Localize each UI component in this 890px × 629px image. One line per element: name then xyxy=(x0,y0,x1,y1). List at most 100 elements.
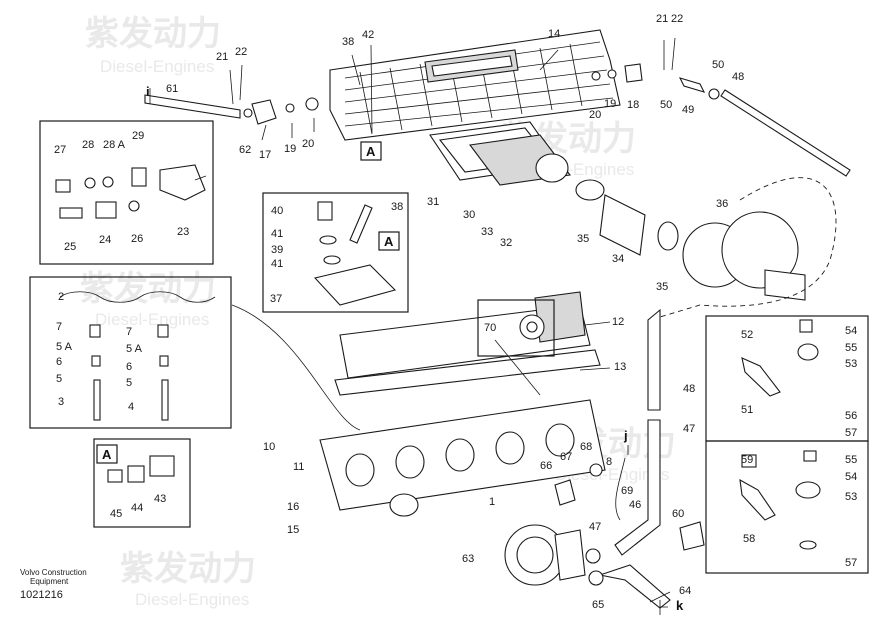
callout-label: 49 xyxy=(682,104,694,116)
callout-label: 28 A xyxy=(103,139,126,151)
callout-label: 50 xyxy=(660,99,672,111)
callout-label: 34 xyxy=(612,253,624,265)
callout-label: 19 xyxy=(604,98,616,110)
callout-label: 32 xyxy=(500,237,512,249)
callout-label: 43 xyxy=(154,493,166,505)
callout-label: 62 xyxy=(239,144,251,156)
boxed-letter-a: A xyxy=(102,447,112,462)
callout-label: 42 xyxy=(362,29,374,41)
callout-label: 5 A xyxy=(126,343,143,355)
callout-label: 57 xyxy=(845,557,857,569)
callout-label: 53 xyxy=(845,358,857,370)
callout-label: 20 xyxy=(302,138,314,150)
callout-label: 1 xyxy=(489,496,495,508)
callout-label: 24 xyxy=(99,234,111,246)
callout-label: 3 xyxy=(58,396,64,408)
callout-label: 40 xyxy=(271,205,283,217)
flow-mark-k: k xyxy=(676,598,684,613)
callout-label: 22 xyxy=(671,13,683,25)
callout-label: 18 xyxy=(627,99,639,111)
inset-box-nuts xyxy=(93,438,191,528)
inset-box-fittings xyxy=(39,120,214,265)
flow-mark-j: j xyxy=(623,428,628,443)
callout-label: 58 xyxy=(743,533,755,545)
callout-label: 27 xyxy=(54,144,66,156)
callout-label: 29 xyxy=(132,130,144,142)
inset-parts xyxy=(55,164,821,550)
flow-arrows xyxy=(149,88,668,615)
watermark-en: Diesel-Engines xyxy=(135,590,249,609)
callout-label: 7 xyxy=(126,326,132,338)
hose-64 xyxy=(597,564,671,609)
callout-label: 60 xyxy=(672,508,684,520)
callout-label: 51 xyxy=(741,404,753,416)
callout-label: 7 xyxy=(56,321,62,333)
callout-label: 35 xyxy=(577,233,589,245)
callout-label: 50 xyxy=(712,59,724,71)
boxed-letter-markers: A A A xyxy=(96,141,400,464)
callout-label: 5 A xyxy=(56,341,73,353)
callout-label: 35 xyxy=(656,281,668,293)
callout-label: 19 xyxy=(284,143,296,155)
watermark-cn: 紫发动力 xyxy=(120,549,256,589)
callout-label: 33 xyxy=(481,226,493,238)
callout-label: 12 xyxy=(612,316,624,328)
intake-manifold-assembly xyxy=(144,29,851,321)
callout-label: 63 xyxy=(462,553,474,565)
inset-box-studs xyxy=(29,276,232,429)
callout-label: 4 xyxy=(128,401,134,413)
footer-maker: Volvo Construction xyxy=(20,568,87,577)
callout-label: 38 xyxy=(391,201,403,213)
coolant-pipe-46 xyxy=(614,419,661,556)
callout-label: 59 xyxy=(741,454,753,466)
watermark-en: Diesel-Engines xyxy=(100,57,214,76)
water-pump-assembly xyxy=(504,463,705,586)
callout-label: 8 xyxy=(606,456,612,468)
callout-label: 47 xyxy=(683,423,695,435)
callout-label: 17 xyxy=(259,149,271,161)
callout-label: 25 xyxy=(64,241,76,253)
callout-label: 47 xyxy=(589,521,601,533)
callout-label: 10 xyxy=(263,441,275,453)
callout-label: 13 xyxy=(614,361,626,373)
watermark-en: Diesel-Engines xyxy=(95,310,209,329)
callout-label: 55 xyxy=(845,454,857,466)
callout-label: 39 xyxy=(271,244,283,256)
callout-label: 67 xyxy=(560,451,572,463)
callout-label: 16 xyxy=(287,501,299,513)
callout-label: 6 xyxy=(56,356,62,368)
callout-label: 41 xyxy=(271,228,283,240)
callout-label: 68 xyxy=(580,441,592,453)
inset-box-part-70 xyxy=(477,299,555,357)
flow-mark-i: i xyxy=(146,84,150,99)
callout-label: 36 xyxy=(716,198,728,210)
callout-label: 23 xyxy=(177,226,189,238)
callout-label: 66 xyxy=(540,460,552,472)
inset-box-bracket xyxy=(262,192,409,313)
callout-label: 44 xyxy=(131,502,143,514)
footer-reference-number: 1021216 xyxy=(20,589,63,601)
callout-label: 20 xyxy=(589,109,601,121)
callout-label: 2 xyxy=(58,291,64,303)
callout-label: 14 xyxy=(548,28,560,40)
callout-label: 65 xyxy=(592,599,604,611)
callout-label: 38 xyxy=(342,36,354,48)
leader-lines xyxy=(194,37,676,603)
callout-label: 22 xyxy=(235,46,247,58)
callout-label: 26 xyxy=(131,233,143,245)
callout-label: 30 xyxy=(463,209,475,221)
callout-label: 41 xyxy=(271,258,283,270)
callout-label: 31 xyxy=(427,196,439,208)
footer-maker-2: Equipment xyxy=(30,577,69,586)
inset-box-clip-upper xyxy=(705,315,869,442)
callout-label: 53 xyxy=(845,491,857,503)
callout-label: 6 xyxy=(126,361,132,373)
callout-label: 56 xyxy=(845,410,857,422)
callout-label: 55 xyxy=(845,342,857,354)
callout-label: 48 xyxy=(683,383,695,395)
callout-label: 28 xyxy=(82,139,94,151)
callout-label: 54 xyxy=(845,325,857,337)
callout-label: 57 xyxy=(845,427,857,439)
